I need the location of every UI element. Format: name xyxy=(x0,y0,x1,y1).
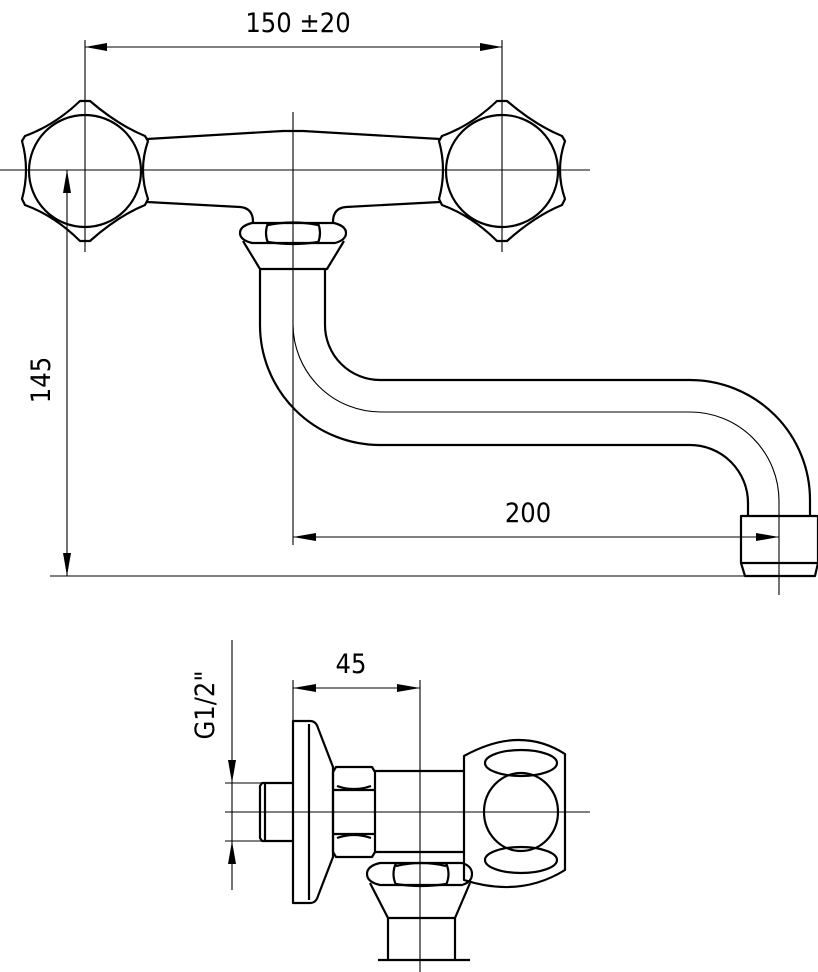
dimension-label-145: 145 xyxy=(26,357,57,403)
dimension-label-thread: G1/2" xyxy=(190,670,221,739)
swivel-nut xyxy=(238,221,348,271)
right-handle xyxy=(437,99,567,243)
valve-body xyxy=(375,769,464,854)
body-top-edge xyxy=(146,129,441,141)
front-view: 150 ±20 145 200 xyxy=(0,8,818,595)
dimension-label-150: 150 ±20 xyxy=(245,8,350,39)
hex-nut xyxy=(331,765,377,859)
dimension-handle-spacing: 150 ±20 xyxy=(85,8,502,51)
dimension-label-45: 45 xyxy=(336,649,367,680)
dimension-thread: G1/2" xyxy=(190,640,262,890)
dimension-wall-offset: 45 xyxy=(292,649,420,720)
left-handle xyxy=(20,99,150,243)
dimension-label-200: 200 xyxy=(505,498,551,529)
body-bottom-left xyxy=(146,200,255,223)
lower-swivel-nut xyxy=(365,861,474,962)
body-bottom-right xyxy=(331,200,441,223)
side-view: 45 G1/2" xyxy=(190,640,590,972)
dimension-height: 145 xyxy=(26,169,745,577)
spout xyxy=(258,269,818,578)
dimension-reach: 200 xyxy=(293,498,780,595)
thread-connector xyxy=(258,781,292,843)
handle-side xyxy=(462,738,567,889)
wall-flange xyxy=(291,719,335,905)
